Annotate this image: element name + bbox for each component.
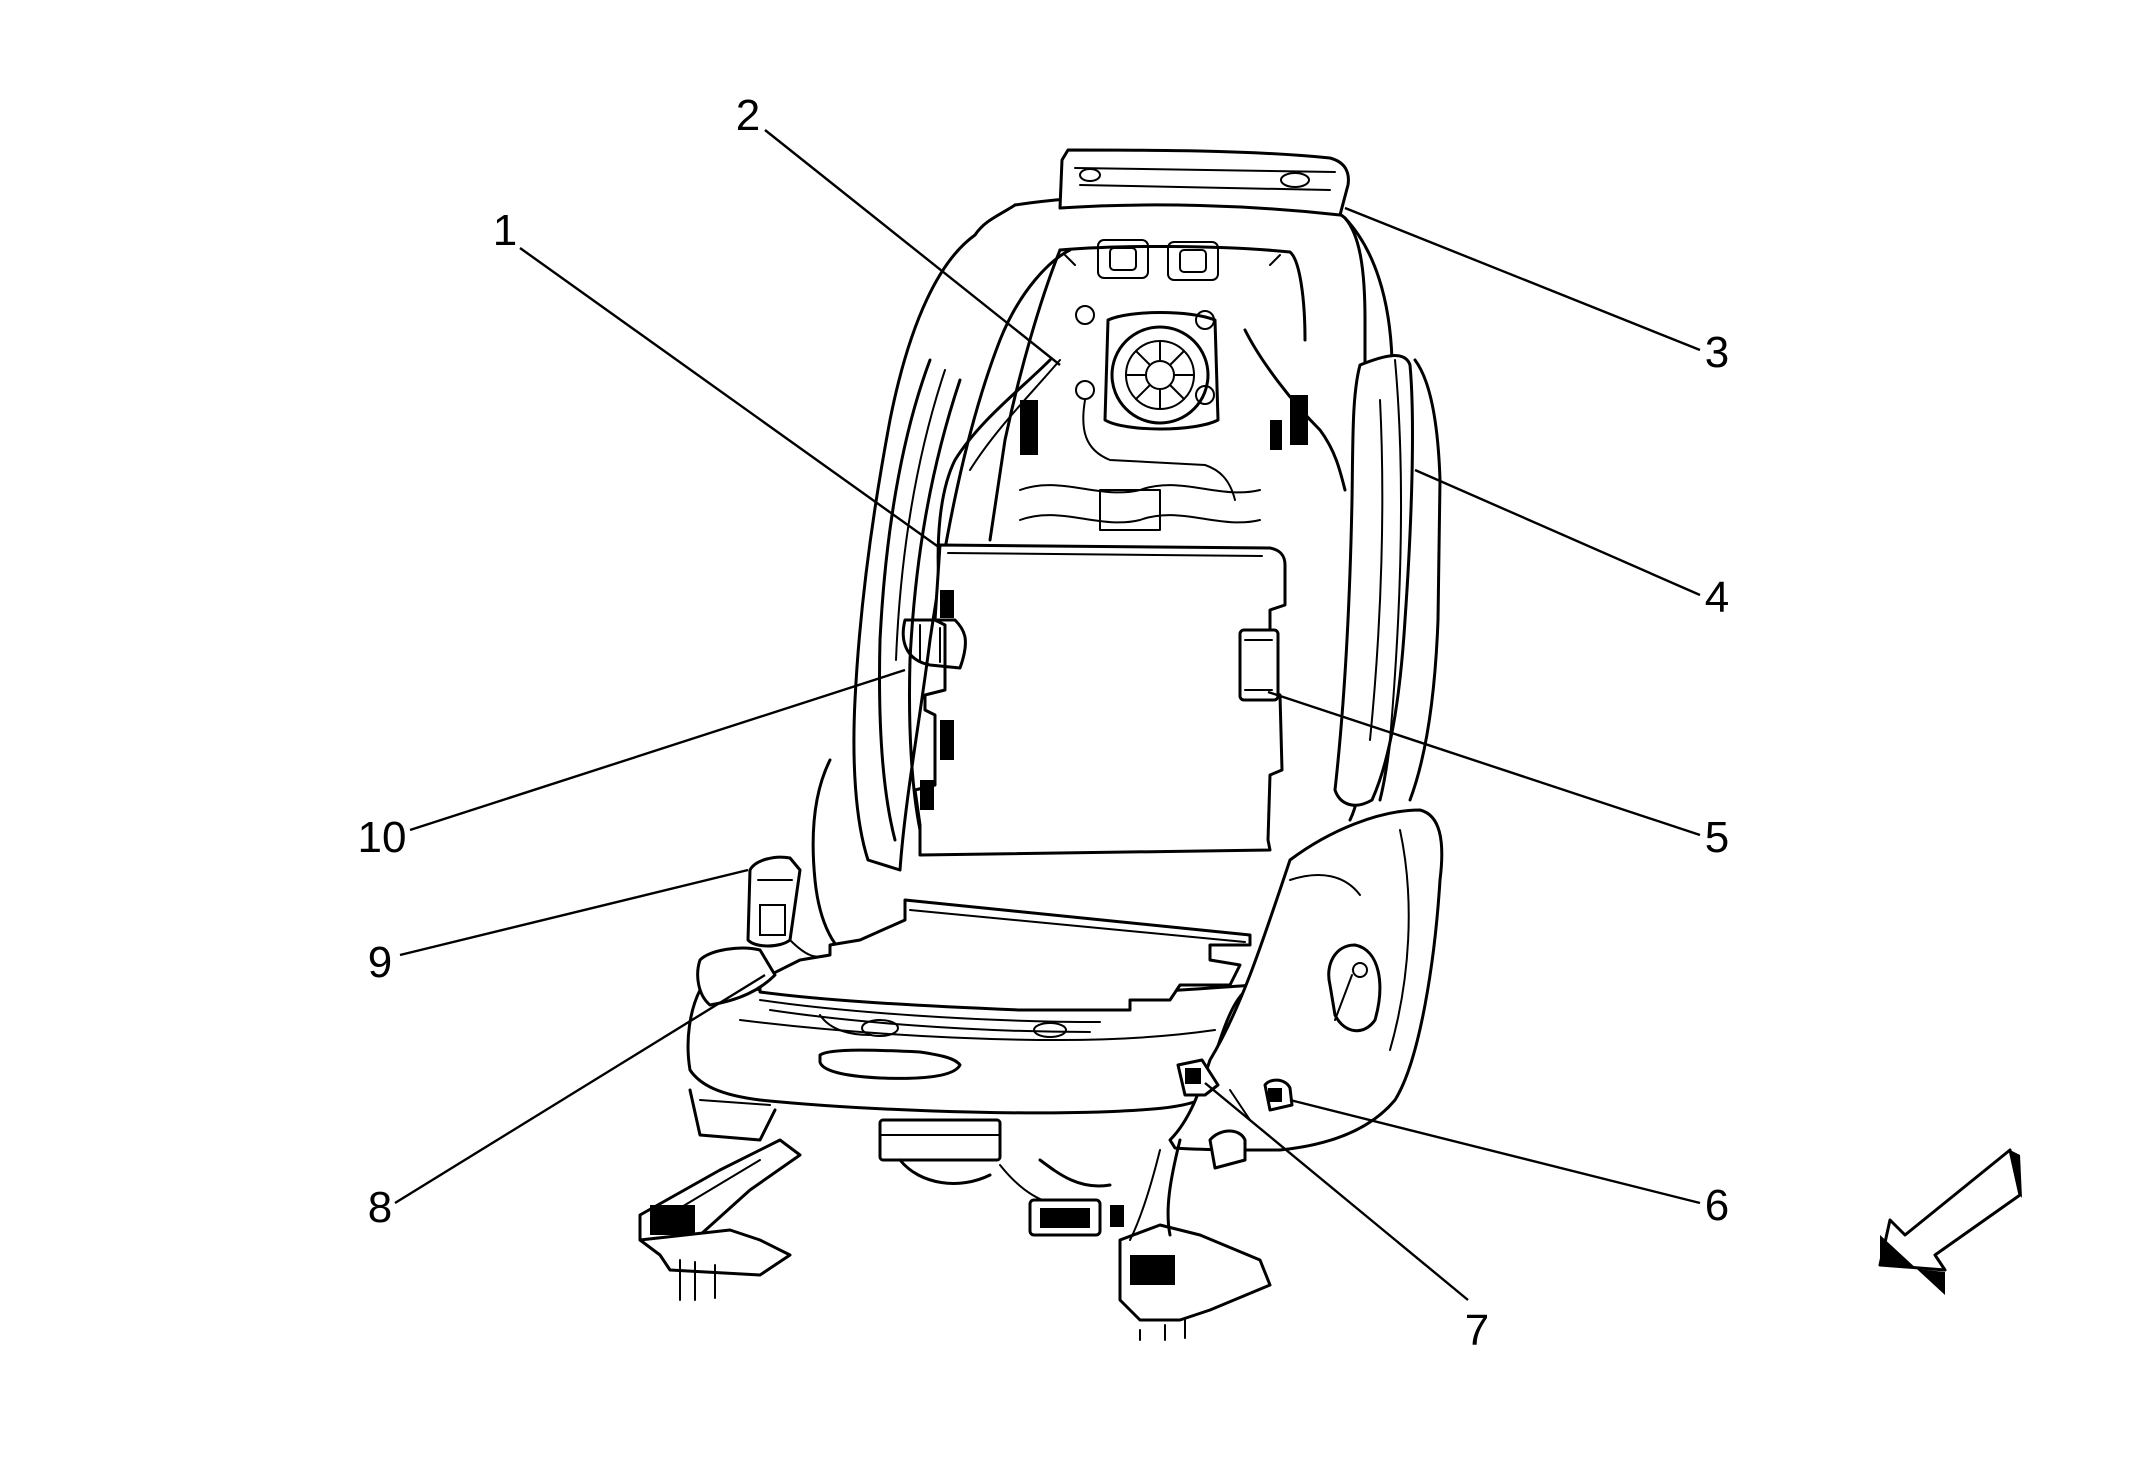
seat-back xyxy=(852,148,1442,872)
callout-8: 8 xyxy=(368,1183,392,1232)
seat-tracks xyxy=(638,1088,1272,1341)
callout-5: 5 xyxy=(1705,813,1729,862)
callout-9: 9 xyxy=(368,938,392,987)
callout-2: 2 xyxy=(736,91,760,140)
callout-leaders xyxy=(394,129,1701,1301)
forward-arrow-icon xyxy=(1878,1148,2022,1295)
callout-1: 1 xyxy=(493,206,517,255)
callout-labels: 1 2 3 4 5 6 7 8 9 10 xyxy=(358,91,1730,1355)
callout-7: 7 xyxy=(1465,1306,1489,1355)
callout-10: 10 xyxy=(358,813,407,862)
callout-4: 4 xyxy=(1705,573,1729,622)
seat-belt-buckle xyxy=(746,855,831,958)
back-heater-mat xyxy=(901,543,1287,857)
callout-6: 6 xyxy=(1705,1181,1729,1230)
seat-cushion xyxy=(686,758,1444,1170)
callout-3: 3 xyxy=(1705,328,1729,377)
